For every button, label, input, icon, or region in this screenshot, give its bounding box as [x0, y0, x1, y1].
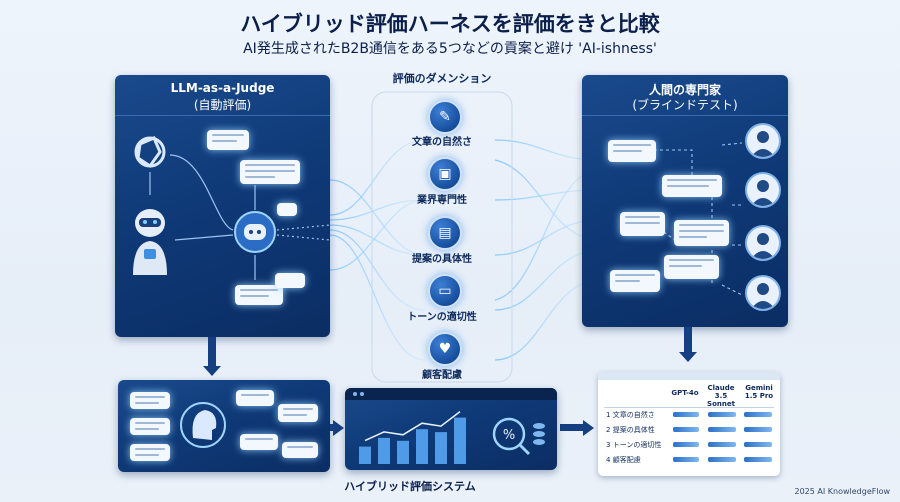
dimension-label: 文章の自然さ	[412, 137, 472, 148]
heart-hand-icon: ♥	[428, 332, 462, 366]
table-row: 1 文章の自然さ	[606, 411, 655, 419]
column-header: Claude 3.5 Sonnet	[707, 384, 735, 408]
chat-bubble	[674, 220, 729, 246]
llm-judge-subtitle: (自動評価)	[193, 98, 252, 112]
down-arrow-left	[208, 337, 216, 367]
score-bar	[744, 442, 772, 447]
score-bar	[673, 412, 699, 417]
chat-bubble	[130, 392, 170, 409]
chat-bubble	[240, 434, 278, 450]
judge-robot-icon	[234, 211, 276, 253]
score-bar	[708, 427, 736, 432]
dimensions-heading: 評価のダメンション	[392, 72, 492, 85]
analysis-icon: %	[492, 417, 545, 456]
robot-icon	[133, 209, 167, 275]
dimension-label: 提案の具体性	[412, 254, 472, 265]
score-bar	[744, 427, 772, 432]
expert-avatar	[745, 225, 781, 261]
human-expert-panel: 人間の専門家 (ブラインドテスト)	[582, 75, 788, 327]
briefcase-icon: ▣	[428, 157, 462, 191]
chat-bubble	[236, 390, 274, 406]
chat-bubble	[207, 130, 249, 150]
score-bar	[673, 442, 699, 447]
chat-bubble	[275, 273, 305, 288]
human-expert-title: 人間の専門家	[648, 83, 721, 97]
dimension-label: 業界専門性	[417, 195, 467, 206]
right-arrow	[583, 420, 594, 436]
footer-credit: 2025 AI KnowledgeFlow	[794, 487, 890, 496]
chat-bubble	[664, 255, 719, 279]
hybrid-bar	[378, 437, 390, 464]
llm-logo-icon	[134, 136, 166, 169]
right-arrow	[333, 420, 344, 436]
chat-bubble	[277, 203, 297, 216]
llm-judge-panel: LLM-as-a-Judge (自動評価)	[115, 75, 330, 337]
chat-bubble	[240, 160, 300, 184]
down-arrow-right	[684, 327, 692, 353]
expert-avatar	[745, 123, 781, 159]
score-bar	[708, 412, 736, 417]
chat-bubble	[130, 444, 170, 461]
dimension-label: トーンの適切性	[407, 312, 477, 323]
expert-avatar	[745, 172, 781, 208]
chat-bubble	[610, 270, 660, 292]
score-bar	[708, 442, 736, 447]
score-bar	[673, 427, 699, 432]
human-expert-subtitle: (ブラインドテスト)	[632, 98, 738, 112]
hybrid-trend-line	[364, 411, 461, 442]
hybrid-bar	[397, 440, 409, 464]
chat-bubble	[130, 418, 170, 435]
column-header: Gemini 1.5 Pro	[744, 384, 774, 400]
table-row: 3 トーンの適切性	[606, 441, 662, 449]
column-header: GPT-4o	[671, 389, 699, 397]
judge-processing-panel	[118, 380, 330, 472]
pen-icon: ✎	[428, 100, 462, 134]
hybrid-bar	[435, 432, 447, 464]
score-bar	[744, 457, 772, 462]
chat-bubble	[620, 212, 665, 236]
dimension-label: 顧客配慮	[422, 370, 462, 381]
chat-bubble	[278, 404, 318, 422]
score-bar	[708, 457, 736, 462]
comparison-table: GPT-4o Claude 3.5 Sonnet Gemini 1.5 Pro …	[598, 372, 780, 476]
llm-judge-title: LLM-as-a-Judge	[170, 81, 275, 95]
chat-bubble	[235, 285, 283, 305]
hybrid-bar	[416, 429, 428, 464]
chat-bubble	[608, 140, 656, 162]
table-row: 2 提案の具体性	[606, 426, 655, 434]
expert-avatar	[745, 275, 781, 311]
hybrid-system-panel: %	[345, 388, 557, 470]
hybrid-bar-chart	[359, 411, 466, 464]
hybrid-system-label: ハイブリッド評価システム	[344, 480, 476, 493]
score-bar	[744, 412, 772, 417]
chat-icon: ▭	[428, 274, 462, 308]
chat-bubble	[662, 175, 722, 197]
chat-bubble	[282, 442, 318, 458]
page-title: ハイブリッド評価ハーネスを評価をきと比較	[240, 12, 660, 36]
svg-text:%: %	[503, 428, 515, 443]
hybrid-bar	[454, 417, 466, 464]
ai-head-icon	[180, 402, 226, 448]
hybrid-bar	[359, 446, 371, 464]
document-icon: ▤	[428, 216, 462, 250]
page-subtitle: AI発生成されたB2B通信をある5つなどの貢案と避け 'AI-ishness'	[243, 41, 657, 57]
score-bar	[673, 457, 699, 462]
table-row: 4 顧客配慮	[606, 456, 641, 464]
